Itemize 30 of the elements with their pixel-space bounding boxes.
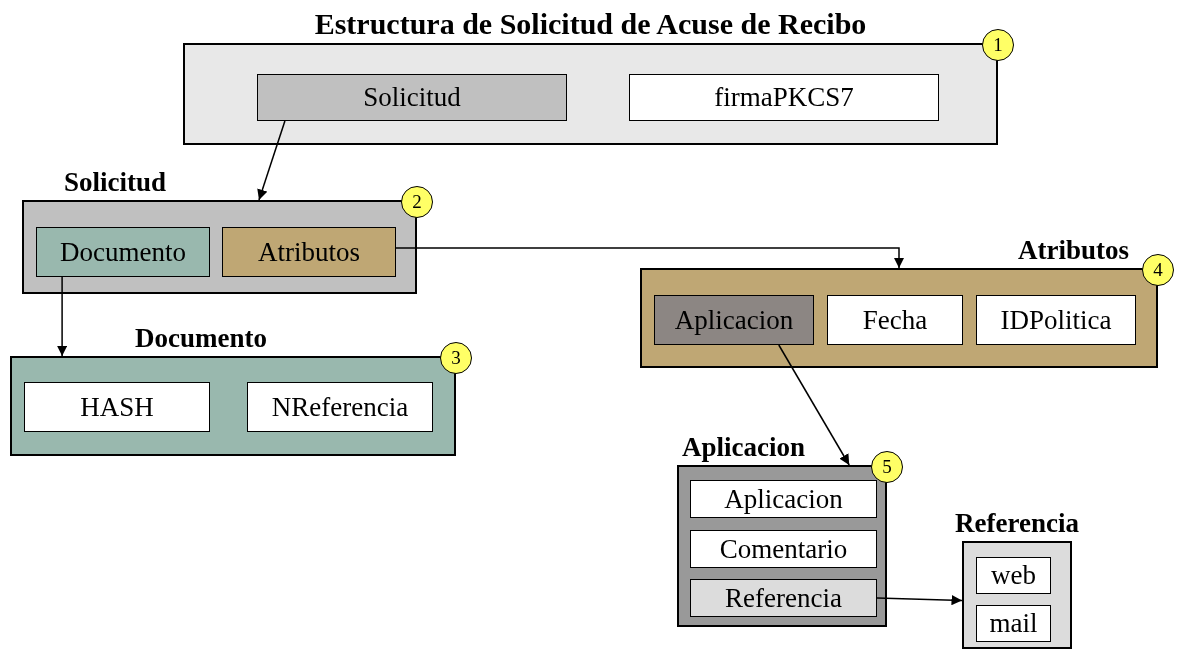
- field-box: Aplicacion: [690, 480, 877, 518]
- container-title: Aplicacion: [682, 432, 805, 463]
- arrow: [56, 276, 68, 357]
- field-box: Comentario: [690, 530, 877, 568]
- field-box: Atributos: [222, 227, 396, 277]
- arrow: [778, 344, 850, 466]
- container-title: Referencia: [955, 508, 1079, 539]
- field-box: HASH: [24, 382, 210, 432]
- callout-number: 4: [1142, 254, 1174, 286]
- field-box: mail: [976, 605, 1051, 642]
- field-box: Documento: [36, 227, 210, 277]
- field-box: Referencia: [690, 579, 877, 617]
- arrow: [257, 120, 286, 201]
- field-box: firmaPKCS7: [629, 74, 939, 121]
- container-title: Atributos: [1018, 235, 1129, 266]
- callout-number: 2: [401, 186, 433, 218]
- container-title: Solicitud: [64, 167, 167, 198]
- container-title: Estructura de Solicitud de Acuse de Recibo: [314, 7, 867, 41]
- container-title: Documento: [135, 323, 267, 354]
- callout-number: 3: [440, 342, 472, 374]
- callout-number: 5: [871, 451, 903, 483]
- field-box: NReferencia: [247, 382, 433, 432]
- arrow: [395, 247, 905, 269]
- field-box: Solicitud: [257, 74, 567, 121]
- field-box: IDPolitica: [976, 295, 1136, 345]
- field-box: Aplicacion: [654, 295, 814, 345]
- field-box: Fecha: [827, 295, 963, 345]
- field-box: web: [976, 557, 1051, 594]
- arrow: [876, 594, 963, 606]
- callout-number: 1: [982, 29, 1014, 61]
